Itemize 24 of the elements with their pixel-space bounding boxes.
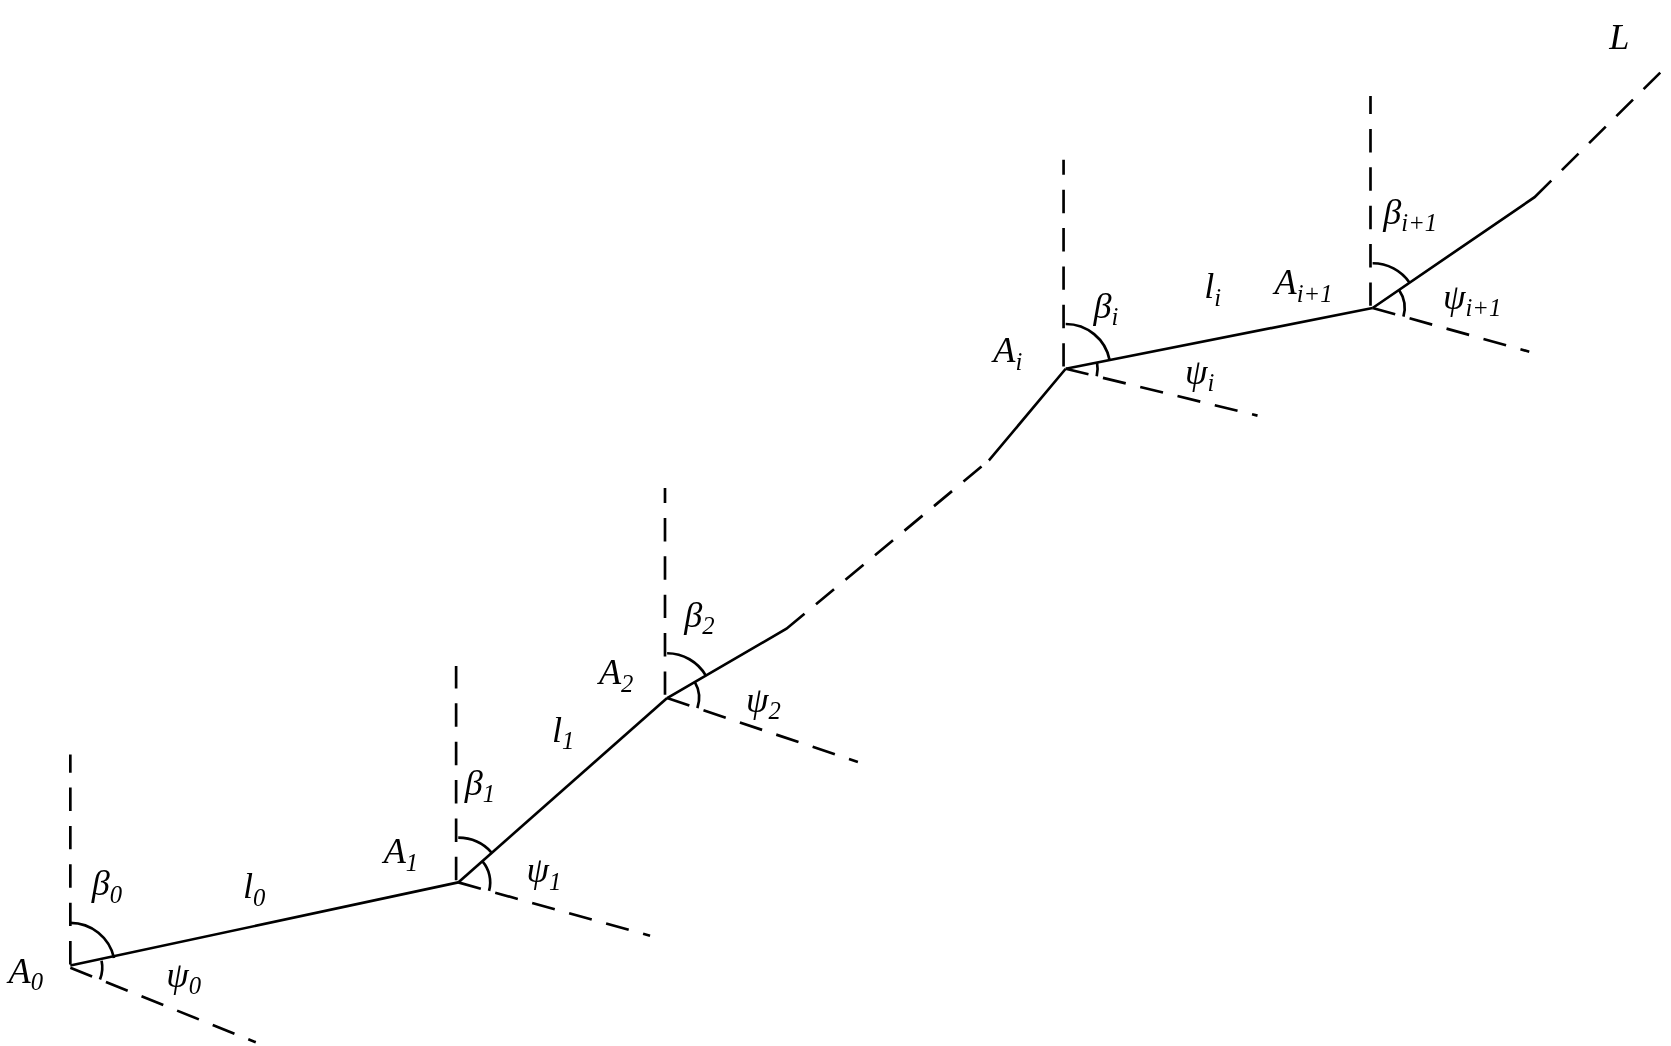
- segment-line: [1371, 71, 1662, 310]
- vertex-label: A$_{0}$: [0, 948, 71, 997]
- segment-line: [70, 881, 459, 967]
- angle-label: β$_{0}$: [91, 865, 122, 907]
- angle-label: ψ$_{1}$: [526, 852, 562, 895]
- angle-label: β$_{i+1}$: [1383, 193, 1438, 236]
- angle-label: β$_{2}$: [684, 596, 715, 639]
- segment-label: l$_{0}$: [243, 868, 266, 911]
- line-label: L: [1604, 14, 1661, 73]
- segment-label: l$_{i}$: [1204, 268, 1222, 311]
- vertex-label: A$_{i+1}$: [1274, 264, 1373, 308]
- segment-label: l$_{1}$: [552, 711, 575, 754]
- angle-label: β$_{1}$: [464, 765, 495, 807]
- segment-line: [666, 367, 1067, 700]
- angle-label: ψ$_{2}$: [746, 682, 781, 724]
- angle-label: ψ$_{i}$: [1185, 353, 1215, 396]
- angle-label: β$_{i}$: [1093, 287, 1119, 330]
- vertex-label: A$_{i}$: [993, 332, 1066, 376]
- vertex-label: A$_{2}$: [598, 654, 668, 699]
- angle-label: ψ$_{i+1}$: [1442, 279, 1502, 321]
- segment-line: [1065, 306, 1373, 371]
- angle-label: ψ$_{0}$: [166, 957, 202, 999]
- segment-line: [457, 697, 668, 884]
- vertex-label: A$_{1}$: [383, 833, 459, 883]
